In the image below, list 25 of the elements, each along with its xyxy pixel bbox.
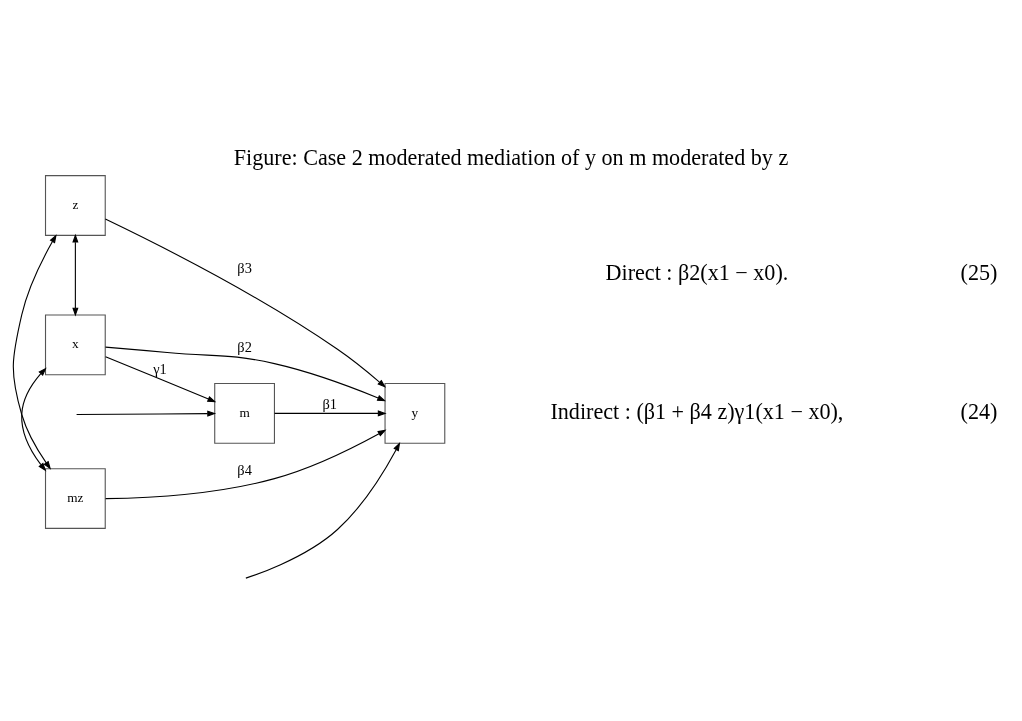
node-box: mz: [44, 468, 106, 529]
arrow: [104, 346, 387, 402]
node-box: y: [384, 382, 446, 444]
diagram-title: Figure: Case 2 moderated mediation of y on m moderated by z: [233, 144, 789, 170]
node-box: x: [44, 314, 106, 376]
node-box: m: [214, 382, 275, 444]
label: Direct : β2(x1 − x0).: [605, 259, 789, 285]
edge-label: γ1: [153, 361, 167, 378]
arrow: [21, 367, 47, 472]
label: Indirect : (β1 + β4 z)γ1(x1 − x0),: [550, 398, 844, 424]
label: (24): [960, 398, 998, 424]
node-box: z: [44, 175, 106, 236]
arrow: [274, 410, 387, 417]
edge-label: β1: [322, 396, 337, 413]
arrow: [105, 429, 387, 500]
edge-label: β4: [237, 461, 252, 478]
edge-label: β2: [237, 338, 252, 355]
label: (25): [960, 259, 998, 285]
arrow: [76, 410, 217, 417]
arrow: [104, 218, 387, 388]
arrow: [245, 442, 401, 579]
arrow: [12, 234, 57, 470]
edge-label: β3: [237, 260, 252, 277]
arrow: [105, 356, 217, 403]
arrow: [72, 233, 79, 317]
